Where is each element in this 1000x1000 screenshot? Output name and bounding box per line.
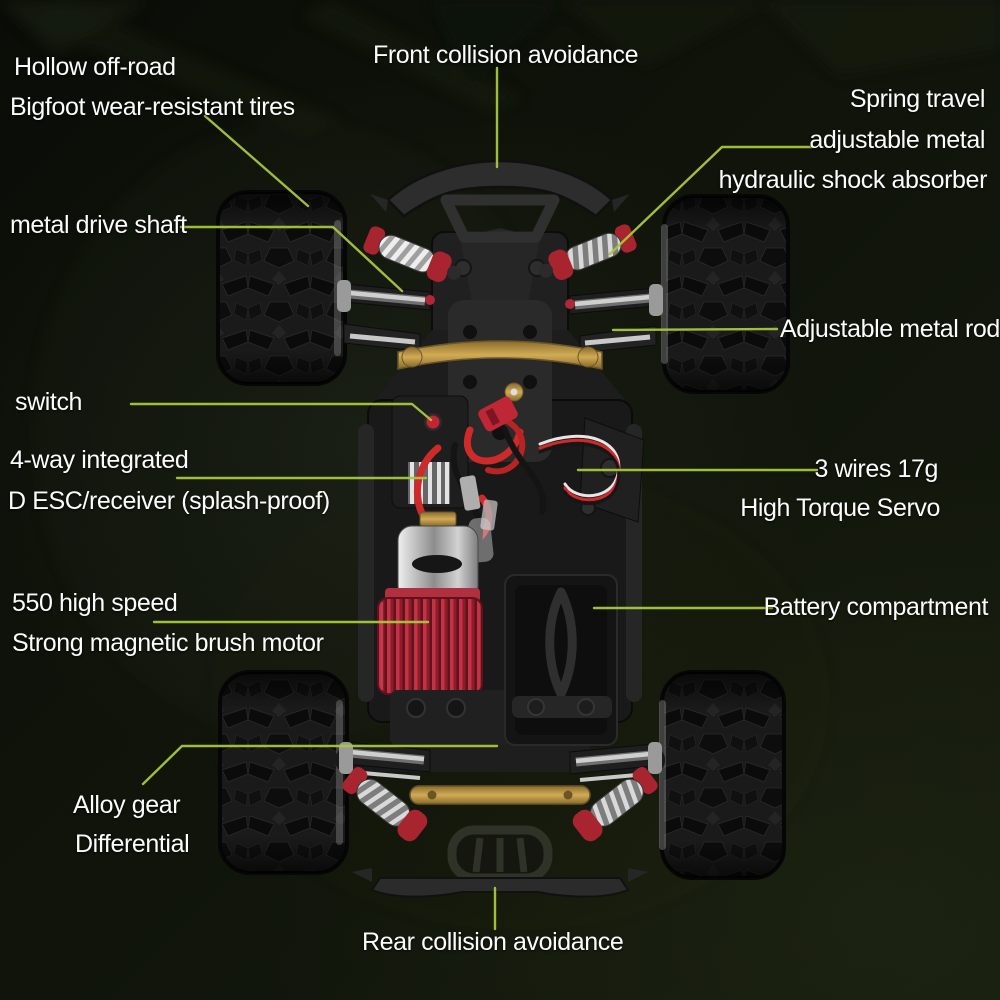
label-shock-line1: Spring travel — [849, 85, 986, 113]
label-drive-shaft: metal drive shaft — [10, 211, 187, 239]
label-front-bumper: Front collision avoidance — [373, 41, 639, 69]
label-servo-line2: High Torque Servo — [740, 494, 940, 522]
label-differential-line2: Differential — [75, 830, 190, 858]
callout-line-shock — [608, 145, 814, 256]
label-motor-line1: 550 high speed — [12, 589, 178, 617]
callout-line-switch — [129, 402, 433, 422]
front-suspension-arms — [337, 280, 663, 354]
label-servo-line1: 3 wires 17g — [814, 455, 939, 483]
callout-lines — [129, 66, 819, 931]
callout-line-drive-shaft — [179, 225, 404, 293]
label-tires-line2: Bigfoot wear-resistant tires — [10, 93, 295, 121]
rear-bumper — [352, 825, 648, 898]
adjustable-metal-rod — [349, 333, 651, 346]
label-esc-line1: 4-way integrated — [10, 446, 189, 474]
tire-rear-left — [218, 670, 349, 875]
callout-line-metal-rod — [611, 327, 779, 332]
servo-three-wire-ribbon — [538, 434, 621, 506]
label-differential-line1: Alloy gear — [73, 791, 181, 819]
label-switch: switch — [15, 388, 83, 416]
metal-drive-shaft — [349, 289, 651, 310]
label-motor-line2: Strong magnetic brush motor — [12, 629, 324, 657]
label-metal-rod: Adjustable metal rod — [780, 315, 1000, 343]
rear-suspension-arms — [339, 741, 662, 782]
rear-differential-gold-plate — [409, 785, 591, 805]
callout-line-tires — [203, 114, 310, 208]
t-plug-connector — [478, 382, 524, 432]
label-shock-line2: adjustable metal — [809, 126, 985, 154]
label-esc-line2: D ESC/receiver (splash-proof) — [8, 487, 330, 515]
motor-red-heatsink — [377, 597, 483, 695]
label-rear-bumper: Rear collision avoidance — [362, 928, 624, 956]
shock-absorber-rear-left — [342, 767, 428, 842]
shock-absorber-front-left — [363, 226, 462, 282]
brass-steering-plate — [397, 340, 603, 370]
shock-absorber-rear-right — [572, 767, 658, 842]
label-shock-line3: hydraulic shock absorber — [718, 166, 988, 194]
front-bumper — [370, 159, 630, 277]
battery-compartment — [504, 574, 618, 746]
tire-front-right — [661, 194, 790, 394]
tire-front-left — [216, 190, 347, 386]
tire-rear-right — [659, 670, 786, 880]
label-battery: Battery compartment — [763, 593, 989, 621]
label-tires-line1: Hollow off-road — [14, 53, 176, 81]
callout-line-differential — [141, 744, 499, 786]
